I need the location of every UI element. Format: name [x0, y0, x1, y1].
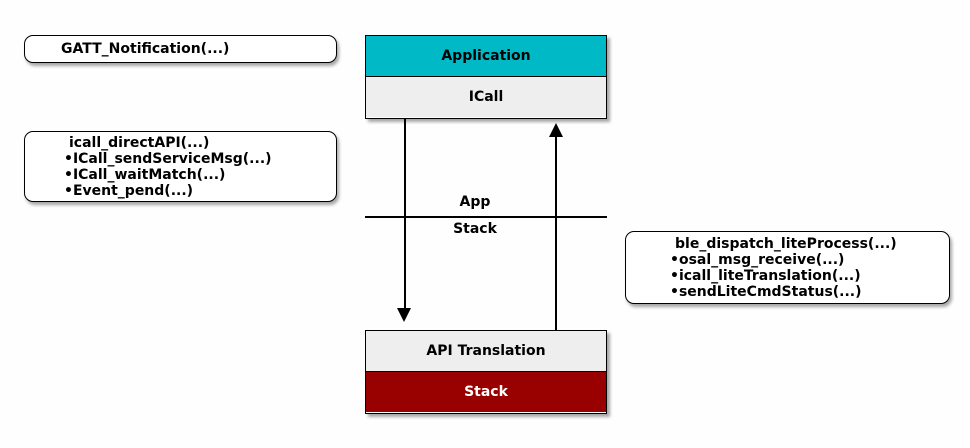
stack-side-label: Stack [453, 221, 497, 237]
api-translation-layer: API Translation [366, 331, 606, 372]
note-ble-line-1: ble_dispatch_liteProcess(...) [675, 235, 897, 252]
arrow-down-icon [397, 308, 411, 322]
arrow-up-line [555, 135, 557, 330]
api-translation-stack-block: API Translation Stack [365, 330, 607, 414]
icall-layer: ICall [366, 76, 606, 117]
api-translation-layer-label: API Translation [426, 342, 546, 359]
note-icall-directapi: icall_directAPI(...) •ICall_sendServiceM… [24, 131, 337, 202]
app-side-label: App [459, 194, 491, 210]
note-ble-line-4: •sendLiteCmdStatus(...) [670, 283, 862, 300]
app-stack-boundary-line [365, 216, 607, 218]
note-icall-line-4: •Event_pend(...) [64, 182, 194, 199]
stack-layer-label: Stack [464, 383, 508, 400]
note-icall-line-2: •ICall_sendServiceMsg(...) [64, 150, 272, 167]
icall-layer-label: ICall [468, 88, 504, 105]
arrow-down-line [404, 118, 406, 310]
application-icall-block: Application ICall [365, 35, 607, 119]
note-gatt-notification: GATT_Notification(...) [24, 35, 337, 63]
stack-layer: Stack [366, 371, 606, 412]
application-layer-label: Application [441, 47, 531, 64]
note-ble-dispatch: ble_dispatch_liteProcess(...) •osal_msg_… [625, 231, 950, 304]
note-gatt-text: GATT_Notification(...) [61, 41, 230, 57]
note-ble-line-3: •icall_liteTranslation(...) [670, 267, 861, 284]
application-layer: Application [366, 36, 606, 77]
note-icall-line-1: icall_directAPI(...) [69, 134, 210, 151]
note-icall-line-3: •ICall_waitMatch(...) [64, 166, 226, 183]
arrow-up-icon [549, 123, 563, 137]
note-ble-line-2: •osal_msg_receive(...) [670, 251, 845, 268]
